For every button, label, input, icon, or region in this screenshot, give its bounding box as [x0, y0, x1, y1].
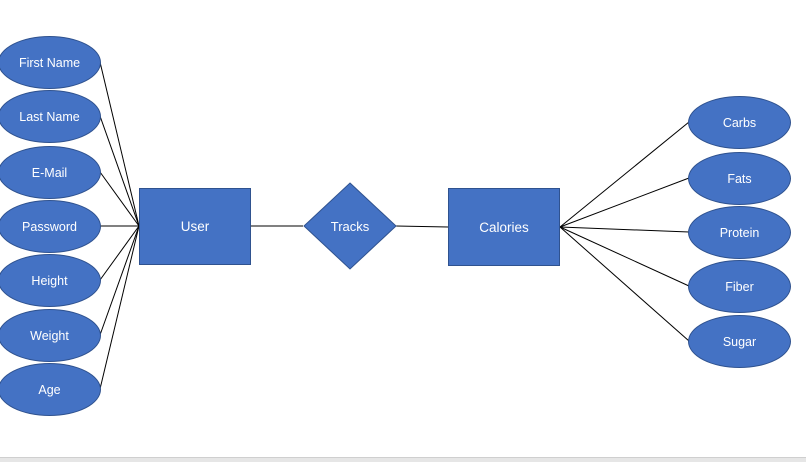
relationship-label: Tracks — [330, 218, 370, 234]
connector-height — [99, 225, 140, 281]
attr-password: Password — [0, 200, 101, 253]
connector-tracks-calories — [395, 225, 449, 228]
attr-age: Age — [0, 363, 101, 416]
attr-sugar: Sugar — [688, 315, 791, 368]
attr-fats: Fats — [688, 152, 791, 205]
window-bottom-edge — [0, 457, 806, 462]
attr-height: Height — [0, 254, 101, 307]
attr-email: E-Mail — [0, 146, 101, 199]
entity-user: User — [139, 188, 251, 265]
relationship-diamond-shape — [303, 182, 397, 270]
attr-weight: Weight — [0, 309, 101, 362]
attr-last-name: Last Name — [0, 90, 101, 143]
attr-protein: Protein — [688, 206, 791, 259]
connector-first-name — [99, 61, 140, 227]
connector-last-name — [99, 115, 140, 227]
attr-fiber: Fiber — [688, 260, 791, 313]
attr-carbs: Carbs — [688, 96, 791, 149]
connector-protein — [559, 226, 690, 233]
entity-calories: Calories — [448, 188, 560, 266]
attr-first-name: First Name — [0, 36, 101, 89]
connector-fiber — [559, 226, 690, 287]
relationship-tracks: Tracks — [303, 182, 397, 270]
connector-email — [99, 171, 140, 227]
connector-carbs — [559, 121, 690, 228]
connector-sugar — [559, 226, 690, 342]
connector-weight — [99, 225, 140, 336]
connector-age — [99, 225, 140, 390]
connector-fats — [559, 177, 690, 228]
